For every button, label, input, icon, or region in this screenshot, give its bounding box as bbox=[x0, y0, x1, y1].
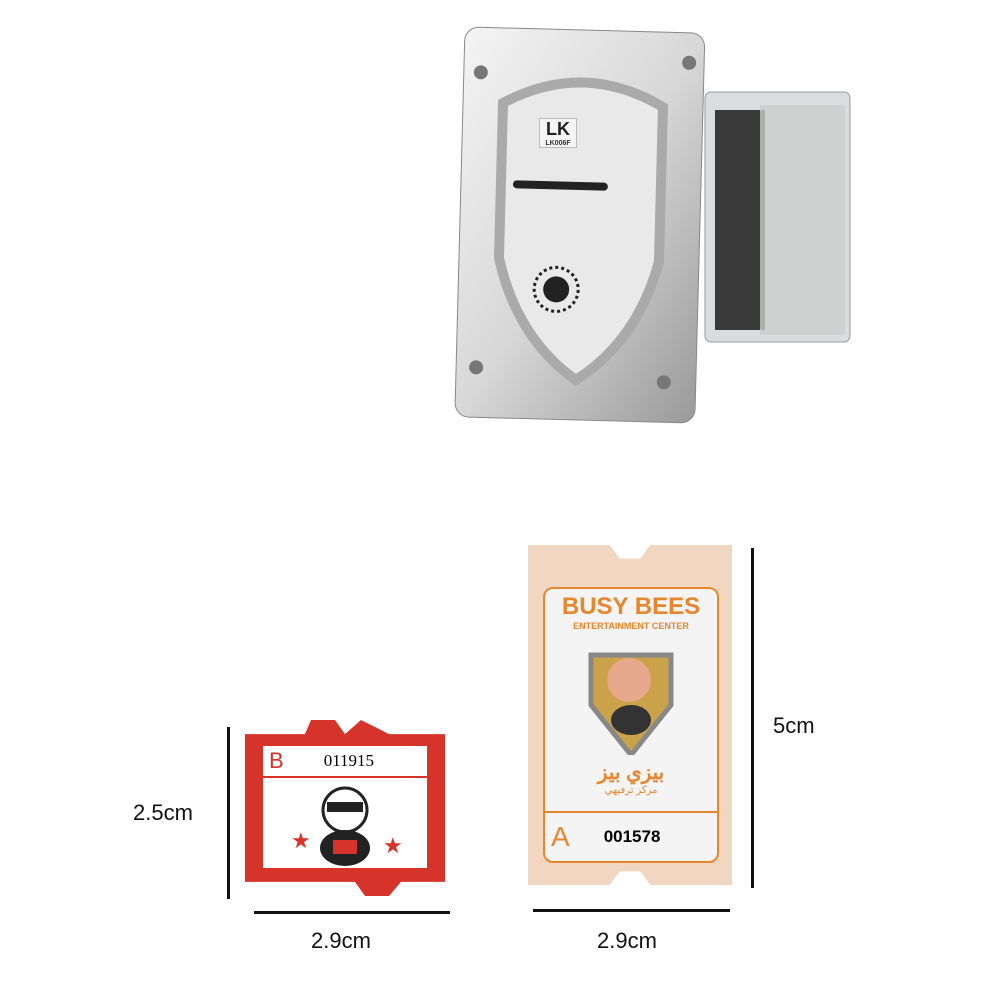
circuit-box bbox=[704, 91, 851, 343]
large-width-line bbox=[533, 909, 730, 912]
large-width-label: 2.9cm bbox=[597, 928, 657, 953]
ticket-number: 011915 bbox=[323, 751, 375, 770]
arabic-title: بيزي بيز bbox=[597, 762, 665, 784]
front-plate bbox=[454, 26, 706, 424]
ticket-letter: A bbox=[551, 821, 570, 852]
svg-text:★: ★ bbox=[291, 828, 311, 853]
large-ticket: BUSY BEES ENTERTAINMENT CENTER بيزي بيز … bbox=[528, 545, 732, 885]
ticket-title: BUSY BEES bbox=[561, 593, 701, 620]
model-label: LK006F bbox=[545, 140, 571, 147]
small-ticket: B 011915 ★★ bbox=[245, 720, 445, 896]
bee-mascot bbox=[588, 652, 674, 760]
panda-illustration: ★★ bbox=[263, 778, 427, 868]
small-height-label: 2.5cm bbox=[133, 800, 193, 825]
ticket-letter: B bbox=[269, 748, 284, 773]
large-height-line bbox=[751, 548, 754, 888]
small-width-label: 2.9cm bbox=[311, 928, 371, 953]
large-height-label: 5cm bbox=[773, 713, 815, 738]
small-width-line bbox=[254, 911, 450, 914]
brand-logo: LK LK006F bbox=[539, 118, 577, 148]
arabic-subtitle: مركز ترفيهي bbox=[604, 785, 658, 796]
brand-logo-text: LK bbox=[546, 119, 570, 139]
ticket-number: 001578 bbox=[603, 827, 661, 846]
ticket-acceptor-device bbox=[454, 26, 851, 424]
small-height-line bbox=[227, 727, 230, 899]
sun-icon bbox=[532, 265, 580, 313]
svg-text:★: ★ bbox=[383, 833, 403, 858]
ticket-subtitle: ENTERTAINMENT CENTER bbox=[573, 621, 689, 631]
ticket-slot bbox=[512, 180, 608, 191]
